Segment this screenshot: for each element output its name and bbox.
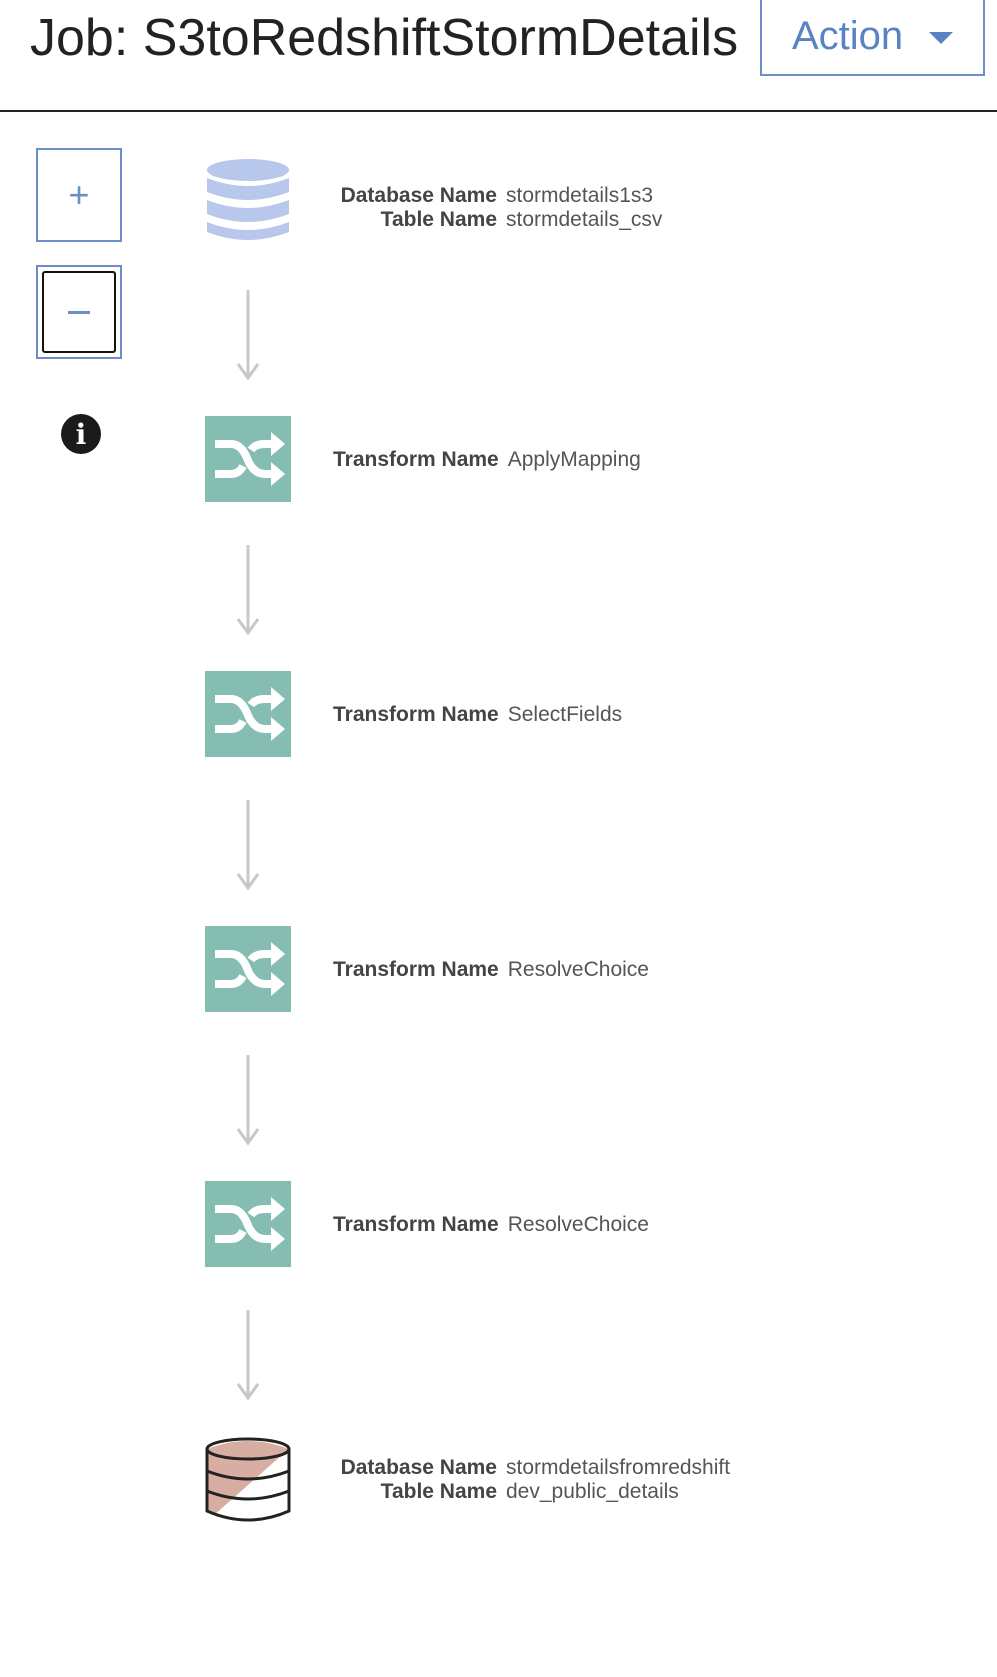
table-name-value: dev_public_details [506,1480,679,1503]
database-icon[interactable] [205,158,291,244]
header: Job: S3toRedshiftStormDetails Action [0,0,997,112]
transform-name-key: Transform Name [333,958,499,981]
page-title: Job: S3toRedshiftStormDetails [30,9,739,67]
transform-name-key: Transform Name [333,448,499,471]
flow-arrow-icon [236,1055,260,1146]
transform-node-details: Transform Name ResolveChoice [333,1213,649,1237]
table-name-key: Table Name [380,208,497,231]
source-node-details: Database Name stormdetails1s3 Table Name… [333,184,663,232]
transform-name-key: Transform Name [333,703,499,726]
target-node-details: Database Name stormdetailsfromredshift T… [333,1456,731,1504]
transform-node-details: Transform Name ApplyMapping [333,448,641,472]
header-divider [0,110,997,112]
info-icon[interactable]: i [61,414,101,454]
zoom-out-button[interactable] [36,265,122,359]
transform-name-key: Transform Name [333,1213,499,1236]
database-name-key: Database Name [340,1456,497,1479]
transform-name-value: ApplyMapping [507,448,641,471]
caret-down-icon [929,32,954,44]
shuffle-icon[interactable] [205,1181,291,1267]
redshift-database-icon[interactable] [205,1437,291,1523]
database-name-value: stormdetailsfromredshift [506,1456,731,1479]
shuffle-icon[interactable] [205,671,291,757]
database-name-key: Database Name [340,184,497,207]
shuffle-icon[interactable] [205,926,291,1012]
transform-node-details: Transform Name SelectFields [333,703,622,727]
minus-icon [68,310,90,314]
zoom-out-focus-ring [42,271,116,353]
database-name-value: stormdetails1s3 [506,184,654,207]
action-dropdown-button[interactable]: Action [760,0,985,76]
action-button-label: Action [792,13,904,58]
transform-name-value: SelectFields [507,703,623,726]
shuffle-icon[interactable] [205,416,291,502]
flow-arrow-icon [236,1310,260,1401]
flow-arrow-icon [236,290,260,381]
flow-arrow-icon [236,800,260,891]
transform-node-details: Transform Name ResolveChoice [333,958,649,982]
transform-name-value: ResolveChoice [507,958,649,981]
table-name-key: Table Name [380,1480,497,1503]
plus-icon: + [68,174,90,215]
transform-name-value: ResolveChoice [507,1213,649,1236]
flow-arrow-icon [236,545,260,636]
table-name-value: stormdetails_csv [506,208,663,231]
zoom-in-button[interactable]: + [36,148,122,242]
